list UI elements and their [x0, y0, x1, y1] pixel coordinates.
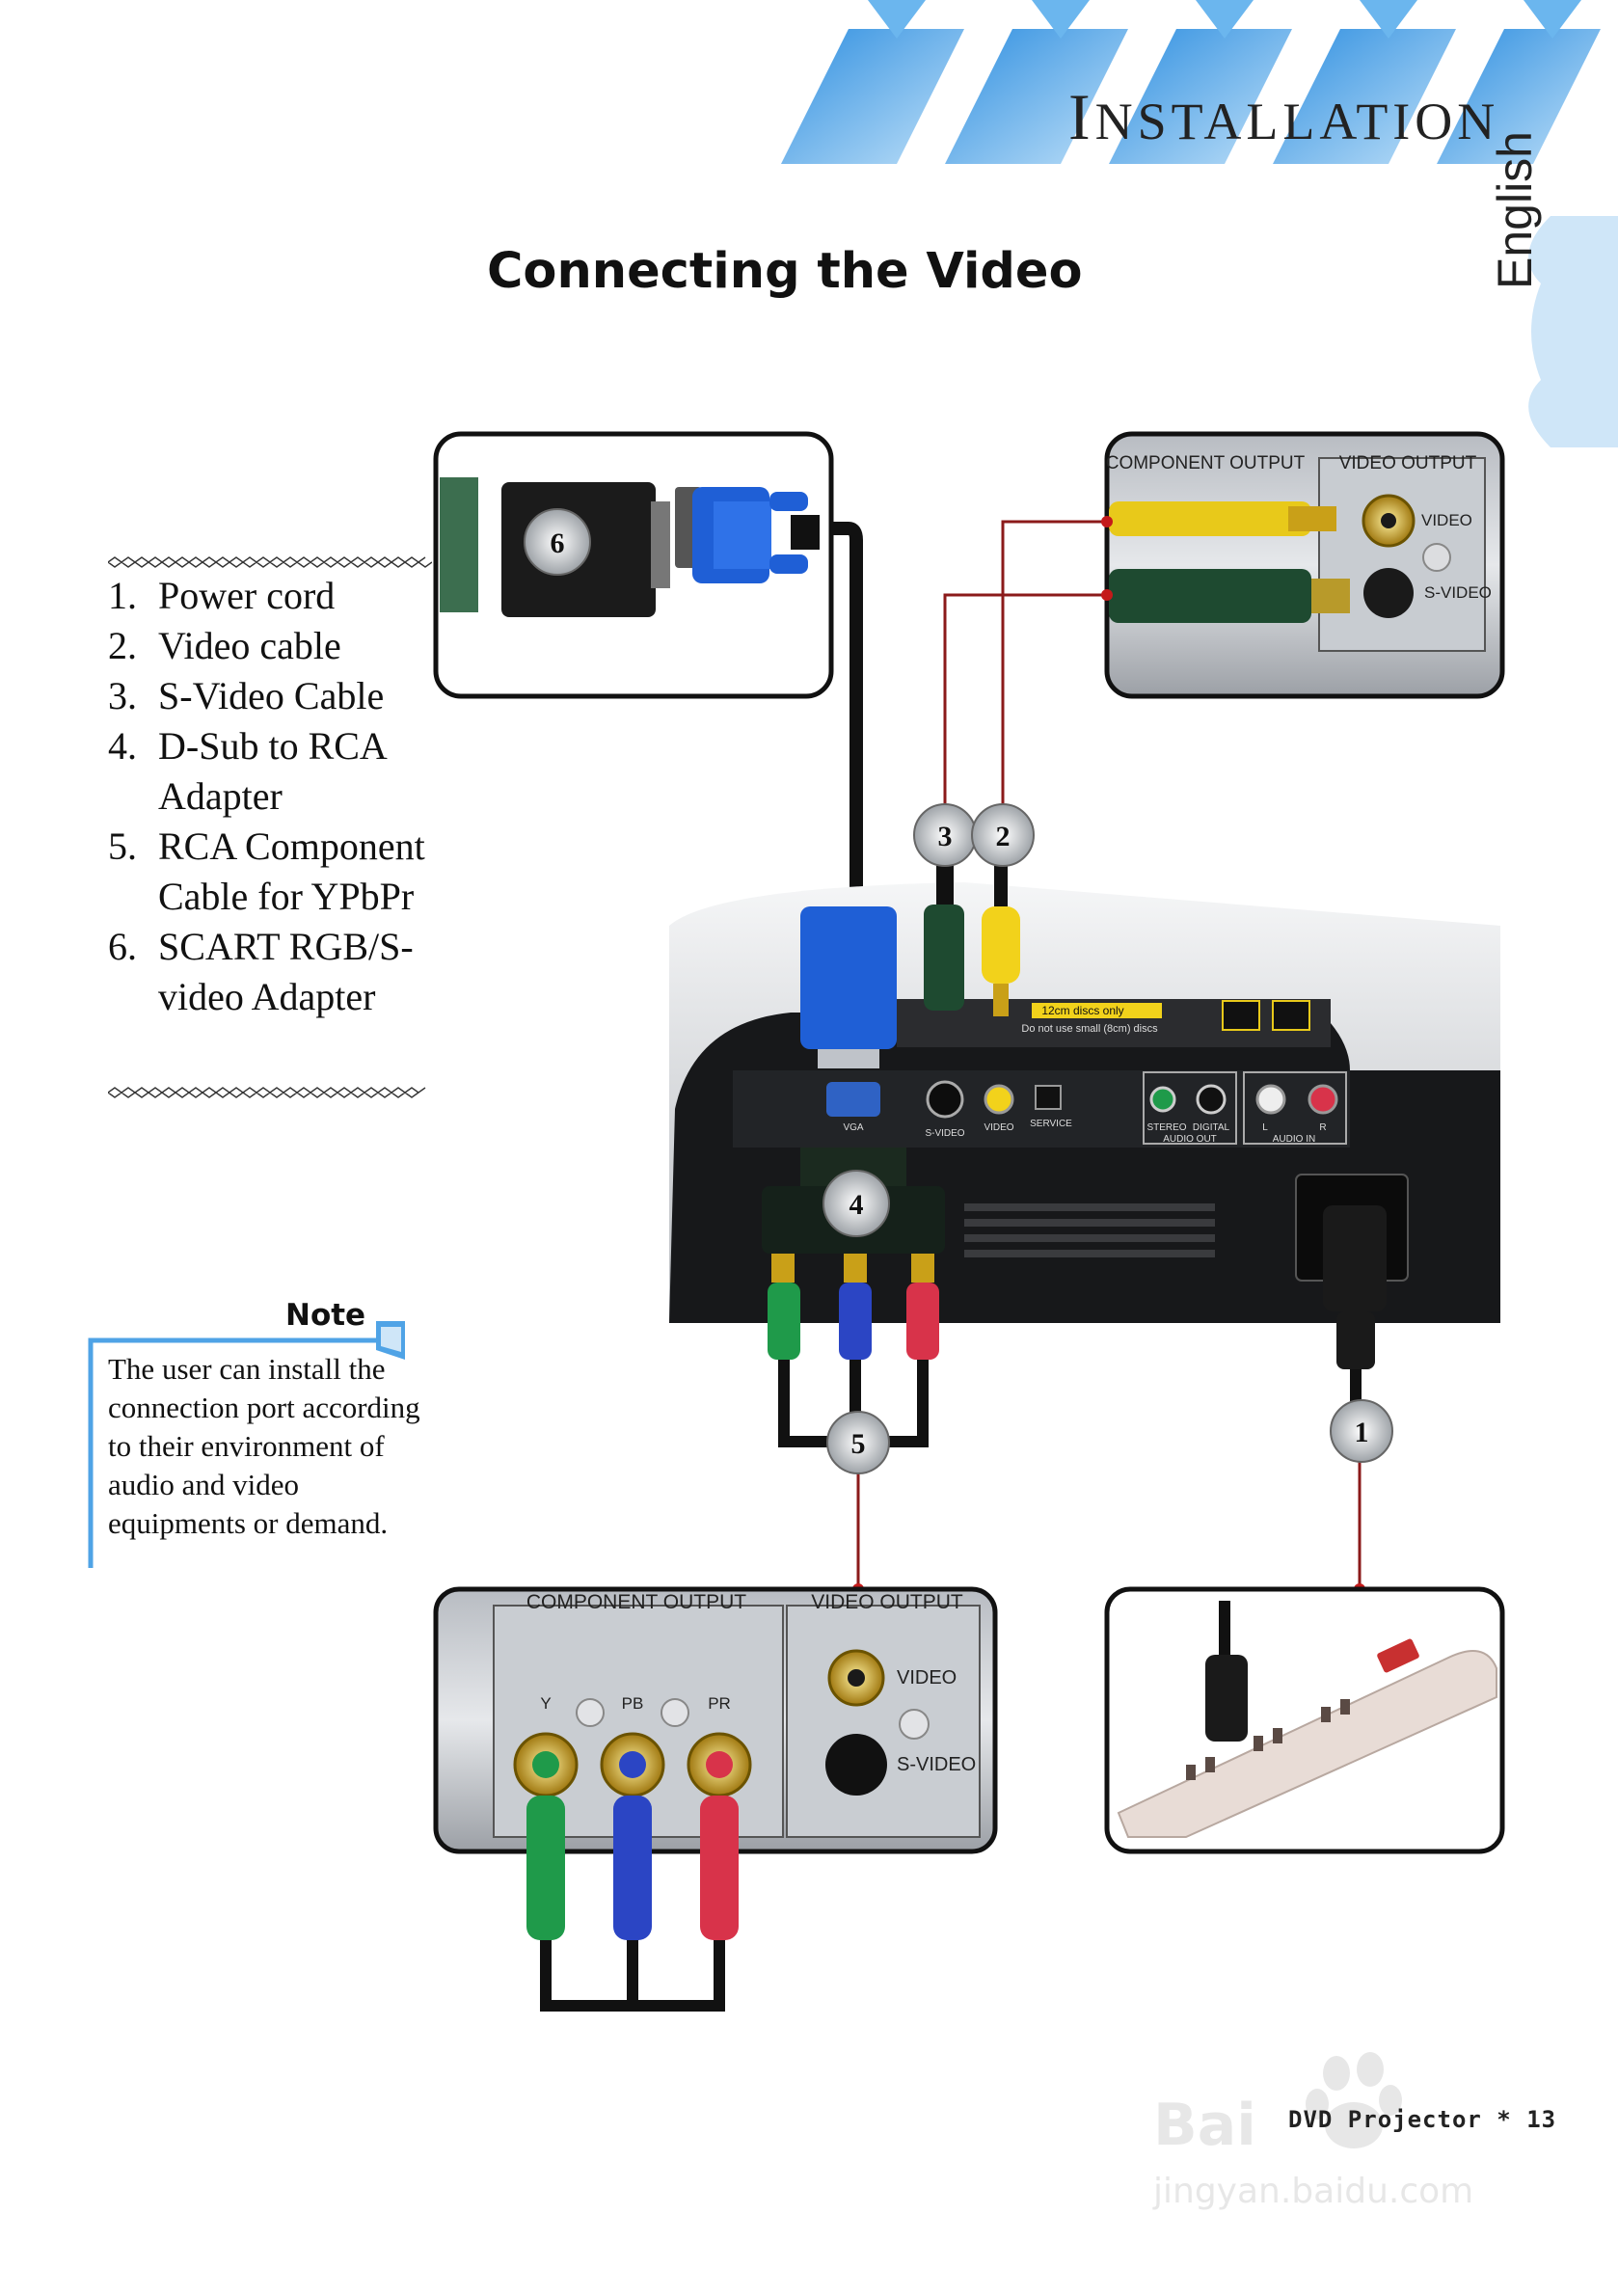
legend-number: 3. [108, 674, 137, 717]
vga-cable [827, 522, 863, 916]
callout-6: 6 [524, 508, 591, 576]
footer-page-number: 13 [1526, 2106, 1557, 2133]
legend-item: 6. SCART RGB/S-video Adapter [108, 922, 445, 1022]
service-port-label: SERVICE [1030, 1119, 1072, 1129]
legend-text: D-Sub to RCA Adapter [158, 724, 386, 818]
callout-3: 3 [913, 803, 977, 867]
callout-2: 2 [971, 803, 1035, 867]
legend-number: 5. [108, 824, 137, 868]
audio-in-l-port [1255, 1084, 1286, 1115]
legend-text: S-Video Cable [158, 674, 385, 717]
svg-text:Bai: Bai [1153, 2092, 1256, 2159]
zigzag-divider-bottom [108, 1087, 426, 1098]
stripe-group [781, 0, 1601, 164]
s-video-port [926, 1080, 964, 1119]
s-video-plug [924, 849, 964, 1011]
legend-text: Video cable [158, 624, 341, 667]
legend-item: 2. Video cable [108, 621, 445, 671]
section-title-rest: NSTALLATION [1094, 93, 1500, 150]
bottom-s-video-label: S-VIDEO [897, 1754, 976, 1775]
video-port-label: VIDEO [984, 1122, 1013, 1133]
callout-5: 5 [826, 1411, 890, 1474]
callout-4: 4 [822, 1170, 890, 1237]
top-video-output-label: VIDEO OUTPUT [1339, 453, 1477, 473]
footer-product: DVD Projector [1288, 2106, 1482, 2133]
note-frame [88, 1321, 405, 1568]
page-footer: DVD Projector * 13 [1288, 2106, 1556, 2133]
svg-text:1: 1 [1355, 1417, 1369, 1448]
audio-l-label: L [1262, 1122, 1268, 1133]
leader-lines [856, 520, 1362, 1589]
footer-separator: * [1497, 2106, 1512, 2133]
legend-list: 1. Power cord 2. Video cable 3. S-Video Cab… [108, 571, 445, 1022]
digital-label: DIGITAL [1193, 1122, 1230, 1133]
component-video-output-panel-top: COMPONENT OUTPUT VIDEO OUTPUT VIDEO S-VI… [1104, 431, 1505, 699]
legend-text: Power cord [158, 574, 336, 617]
svg-text:5: 5 [851, 1428, 866, 1460]
disc-note: Do not use small (8cm) discs [1021, 1023, 1158, 1035]
zigzag-divider-top [108, 556, 432, 568]
top-video-label: VIDEO [1421, 511, 1472, 529]
digital-port [1196, 1084, 1227, 1115]
video-port [984, 1084, 1014, 1115]
legend-number: 6. [108, 925, 137, 968]
stereo-port [1149, 1086, 1176, 1113]
legend-item: 5. RCA Component Cable for YPbPr [108, 822, 445, 922]
stereo-label: STEREO [1146, 1122, 1186, 1133]
callout-1: 1 [1330, 1399, 1393, 1463]
pr-label: PR [708, 1694, 731, 1713]
audio-r-label: R [1319, 1122, 1326, 1133]
section-title-initial: I [1068, 80, 1095, 153]
service-port [1035, 1085, 1062, 1110]
language-tab-shape [1528, 216, 1618, 447]
section-title: INSTALLATION [1068, 79, 1499, 155]
note-heading: Note [285, 1298, 366, 1333]
top-component-output-label: COMPONENT OUTPUT [1106, 453, 1306, 473]
watermark-logo: Bai jingyan.baidu.com [1152, 2052, 1473, 2211]
component-rca-plugs [526, 1796, 739, 2012]
svg-text:4: 4 [849, 1189, 864, 1221]
legend-item: 1. Power cord [108, 571, 445, 621]
power-strip-panel [1104, 1586, 1505, 1854]
svg-text:2: 2 [996, 821, 1011, 852]
audio-in-label: AUDIO IN [1273, 1134, 1315, 1145]
pb-label: PB [622, 1694, 644, 1713]
legend-number: 1. [108, 574, 137, 617]
callout-bubbles: 6 3 2 4 5 1 [524, 508, 1393, 1474]
page-title: Connecting the Video [487, 243, 1083, 300]
bottom-video-label: VIDEO [897, 1667, 957, 1688]
svg-text:3: 3 [938, 821, 953, 852]
y-label: Y [540, 1694, 551, 1713]
s-video-port-label: S-VIDEO [925, 1128, 964, 1139]
header-stripes [781, 0, 1601, 164]
legend-text: SCART RGB/S-video Adapter [158, 925, 414, 1018]
vga-connector [800, 906, 897, 1068]
legend-number: 2. [108, 624, 137, 667]
vga-port [826, 1082, 880, 1117]
legend-item: 4. D-Sub to RCA Adapter [108, 721, 445, 822]
bottom-component-output-label: COMPONENT OUTPUT [526, 1591, 746, 1613]
legend-item: 3. S-Video Cable [108, 671, 445, 721]
bottom-video-output-label: VIDEO OUTPUT [811, 1591, 963, 1613]
svg-text:6: 6 [551, 527, 565, 559]
vga-port-label: VGA [843, 1122, 863, 1133]
audio-out-label: AUDIO OUT [1163, 1134, 1217, 1145]
audio-in-r-port [1308, 1084, 1338, 1115]
legend-number: 4. [108, 724, 137, 768]
note-text: The user can install the connection port… [108, 1352, 420, 1540]
svg-text:jingyan.baidu.com: jingyan.baidu.com [1152, 2172, 1473, 2211]
scart-adapter-panel [433, 431, 834, 699]
top-s-video-label: S-VIDEO [1424, 583, 1492, 602]
disc-label: 12cm discs only [1041, 1004, 1123, 1017]
legend-text: RCA Component Cable for YPbPr [158, 824, 425, 918]
